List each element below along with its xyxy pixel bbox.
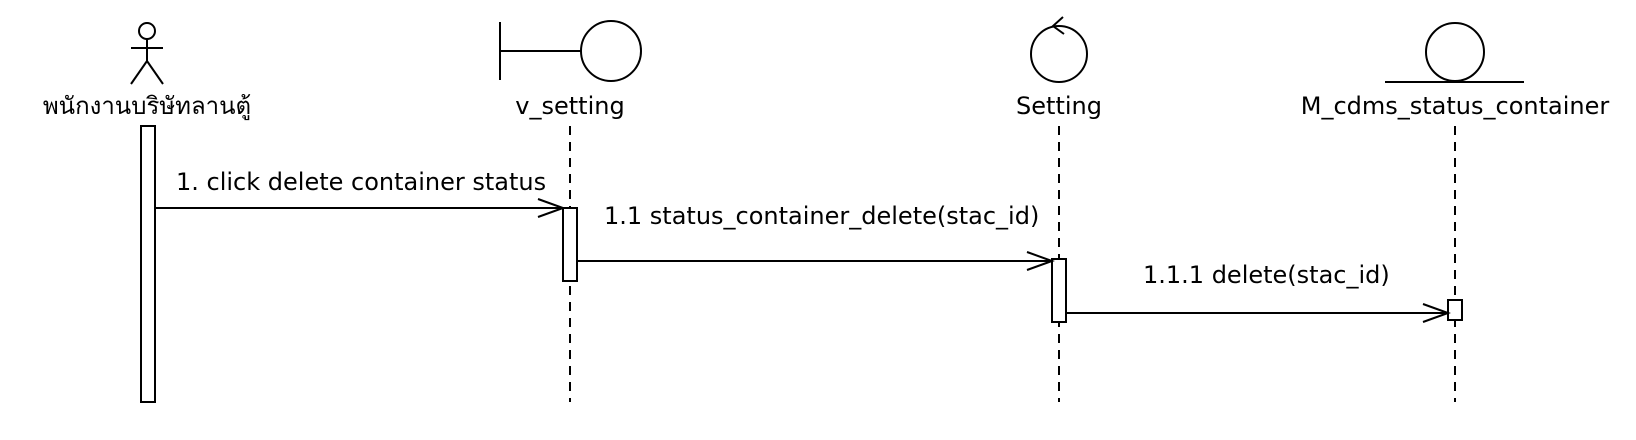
- actor-activation-bar: [140, 125, 156, 403]
- message-2: 1.1 status_container_delete(stac_id): [577, 202, 1055, 271]
- message-1-label: 1. click delete container status: [176, 168, 546, 196]
- message-3-arrowhead: [1422, 303, 1451, 323]
- actor-participant: พนักงานบริษัทลานตู้: [43, 22, 251, 403]
- boundary-label: v_setting: [515, 92, 624, 120]
- message-3: 1.1.1 delete(stac_id): [1066, 261, 1451, 323]
- entity-label: M_cdms_status_container: [1301, 92, 1610, 120]
- message-2-arrowhead: [1026, 251, 1055, 271]
- actor-label: พนักงานบริษัทลานตู้: [43, 92, 251, 121]
- entity-icon: [1385, 22, 1524, 83]
- boundary-participant: v_setting: [499, 20, 642, 402]
- control-icon: [1030, 16, 1088, 83]
- entity-participant: M_cdms_status_container: [1301, 22, 1610, 402]
- boundary-activation-bar: [562, 207, 578, 282]
- control-activation-bar: [1051, 258, 1067, 323]
- message-3-label: 1.1.1 delete(stac_id): [1143, 261, 1390, 289]
- message-1-arrowhead: [537, 198, 566, 218]
- entity-activation-bar: [1447, 299, 1463, 321]
- boundary-icon: [499, 20, 642, 82]
- control-label: Setting: [1016, 92, 1102, 120]
- actor-icon: [130, 22, 164, 85]
- message-1: 1. click delete container status: [155, 168, 566, 218]
- control-participant: Setting: [1016, 16, 1102, 402]
- message-2-label: 1.1 status_container_delete(stac_id): [604, 202, 1039, 230]
